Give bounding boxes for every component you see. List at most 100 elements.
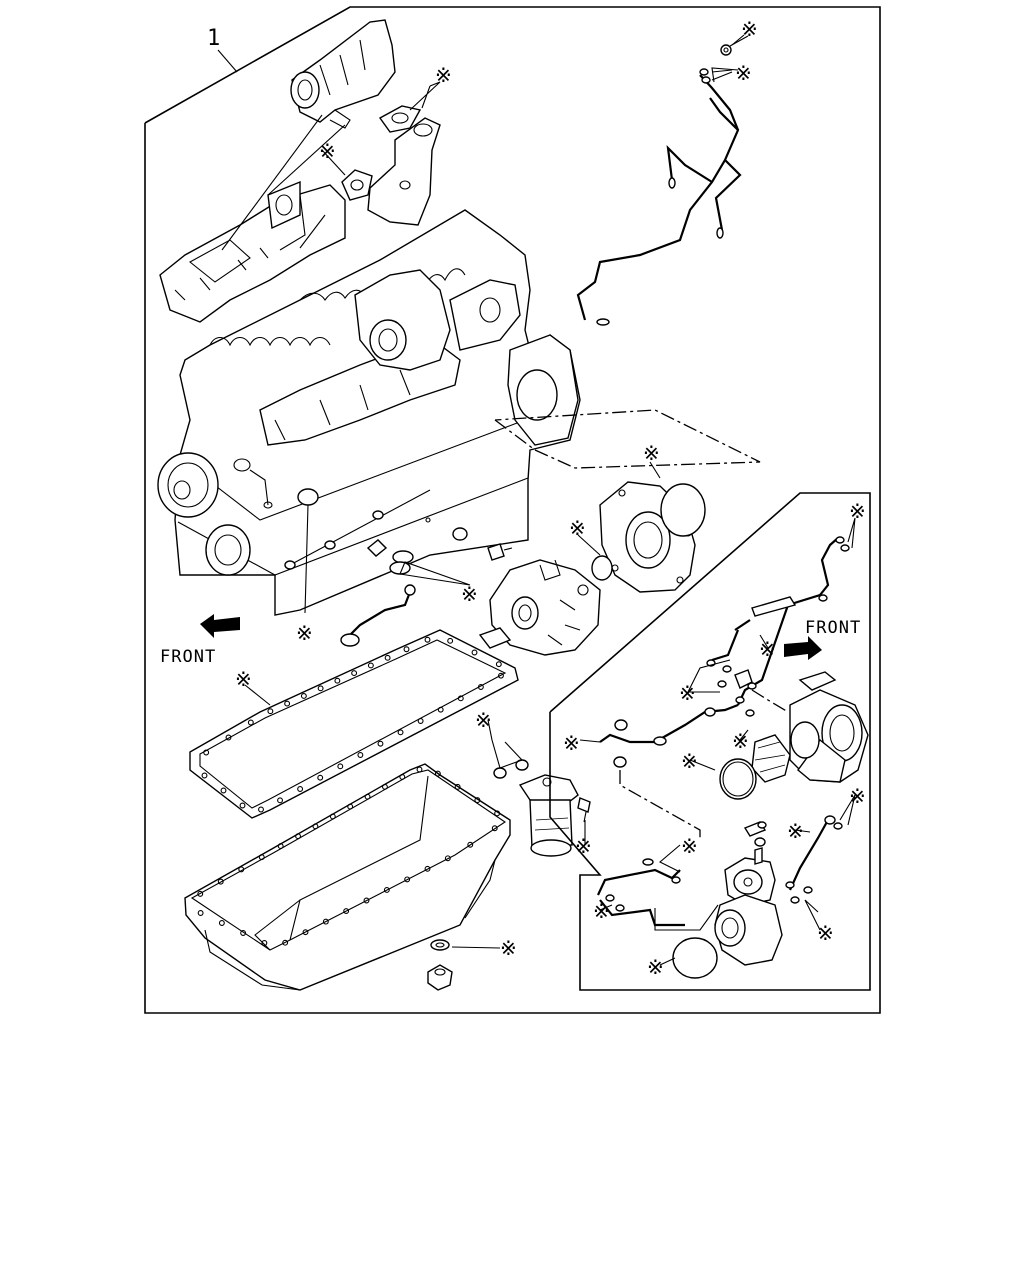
- bolt-hole: [454, 783, 461, 790]
- oil-pan-holes: [197, 766, 501, 946]
- turbo-oil-feed-line: [599, 536, 850, 746]
- bolt-hole: [247, 719, 254, 726]
- bolt-hole: [377, 740, 384, 747]
- bolt-hole: [203, 749, 210, 756]
- kit-part-marker: ※: [593, 899, 610, 923]
- turbo-o-ring: [719, 758, 757, 800]
- front-label-right: FRONT: [805, 618, 861, 638]
- bolt-hole: [434, 770, 441, 777]
- compressor-lines: [597, 815, 843, 931]
- bolt-hole: [471, 649, 478, 656]
- bolt-hole: [351, 670, 358, 677]
- bolt-hole: [367, 662, 374, 669]
- turbocharger: [751, 671, 869, 783]
- bolt-hole: [261, 940, 268, 946]
- bolt-hole: [322, 918, 329, 925]
- bolt-hole: [337, 763, 344, 770]
- bolt-hole: [197, 890, 204, 897]
- pump-bolt: [487, 543, 513, 561]
- injector-pipe-harness: [576, 34, 745, 326]
- bolt-hole: [397, 729, 404, 736]
- bolt-hole: [277, 843, 284, 850]
- kit-part-marker: ※: [759, 637, 776, 661]
- bolt-hole: [444, 855, 451, 862]
- filter-bolt: [577, 797, 591, 823]
- front-label-left: FRONT: [160, 647, 216, 667]
- kit-part-marker: ※: [817, 921, 834, 945]
- oil-pan-gasket: [189, 629, 519, 819]
- callout-number-1: 1: [207, 26, 220, 51]
- bolt-hole: [225, 734, 232, 741]
- bolt-hole: [381, 783, 388, 790]
- kit-part-marker: ※: [681, 834, 698, 858]
- bolt-hole: [300, 692, 307, 699]
- bolt-hole: [437, 706, 444, 713]
- bolt-hole: [317, 685, 324, 692]
- kit-part-marker: ※: [235, 667, 252, 691]
- bolt-hole: [424, 865, 431, 872]
- oil-feed-pipe: [340, 584, 416, 647]
- intake-gasket-top: [378, 105, 422, 133]
- kit-part-marker: ※: [435, 63, 452, 87]
- bolt-hole: [357, 752, 364, 758]
- bolt-hole: [239, 802, 246, 809]
- pump-small-seal: [452, 527, 468, 541]
- bolt-hole: [297, 786, 304, 792]
- drain-plug: [427, 964, 453, 991]
- turbo-subassembly-frame: [549, 492, 871, 991]
- bolt-hole: [201, 772, 208, 779]
- bolt-hole: [282, 939, 289, 946]
- kit-part-marker: ※: [319, 139, 336, 163]
- kit-part-marker: ※: [563, 731, 580, 755]
- bolt-hole: [295, 833, 302, 840]
- intake-throttle-body: [290, 19, 396, 129]
- kit-outline-frame: [144, 6, 881, 1014]
- dash-leader-turbo: [751, 689, 789, 713]
- leader-block-o-ring: [304, 504, 309, 614]
- dash-leader-compressor: [619, 770, 701, 840]
- bolt-hole: [498, 672, 504, 679]
- bolt-hole: [467, 841, 474, 848]
- kit-markers: ※※※※※※※※※※※※※※※※※※※※※※※※: [235, 17, 866, 979]
- bolt-hole: [258, 806, 264, 813]
- bolt-hole: [399, 773, 406, 780]
- bolt-hole: [218, 920, 225, 926]
- intake-gasket-mid: [341, 169, 373, 201]
- kit-part-marker: ※: [575, 834, 592, 858]
- bolt-hole: [384, 654, 391, 661]
- kit-part-marker: ※: [461, 582, 478, 606]
- bolt-hole: [416, 766, 423, 773]
- bolt-hole: [267, 708, 274, 715]
- bolt-hole: [404, 876, 411, 883]
- kit-part-marker: ※: [681, 749, 698, 773]
- bolt-hole: [334, 677, 341, 684]
- bolt-hole: [220, 787, 227, 794]
- bolt-hole: [317, 774, 324, 781]
- bolt-hole: [491, 825, 498, 832]
- bolt-hole: [477, 684, 484, 690]
- seal-ring-small: [591, 555, 613, 581]
- bolt-hole: [424, 636, 431, 643]
- oil-pan-gasket-holes: [201, 636, 504, 813]
- leader-manifold-b: [267, 124, 346, 196]
- kit-part-marker: ※: [647, 955, 664, 979]
- air-compressor: [714, 857, 783, 966]
- bolt-hole: [364, 793, 371, 800]
- bolt-hole: [417, 718, 424, 724]
- callout-1-leader: [217, 49, 238, 73]
- bolt-hole: [474, 797, 481, 804]
- kit-part-marker: ※: [735, 61, 752, 85]
- turbo-o-ring-inner: [722, 761, 754, 797]
- bolt-hole: [347, 803, 354, 810]
- fuel-injection-pump: [478, 559, 601, 656]
- pump-bracket: [366, 539, 388, 557]
- compressor-bolts: [743, 821, 767, 865]
- bolt-hole: [363, 897, 370, 904]
- turbo-line-fittings: [613, 659, 757, 768]
- bolt-hole: [217, 878, 224, 885]
- bolt-hole: [258, 854, 265, 861]
- intake-manifold-gasket: [267, 180, 301, 230]
- block-plug-o-ring: [297, 488, 319, 506]
